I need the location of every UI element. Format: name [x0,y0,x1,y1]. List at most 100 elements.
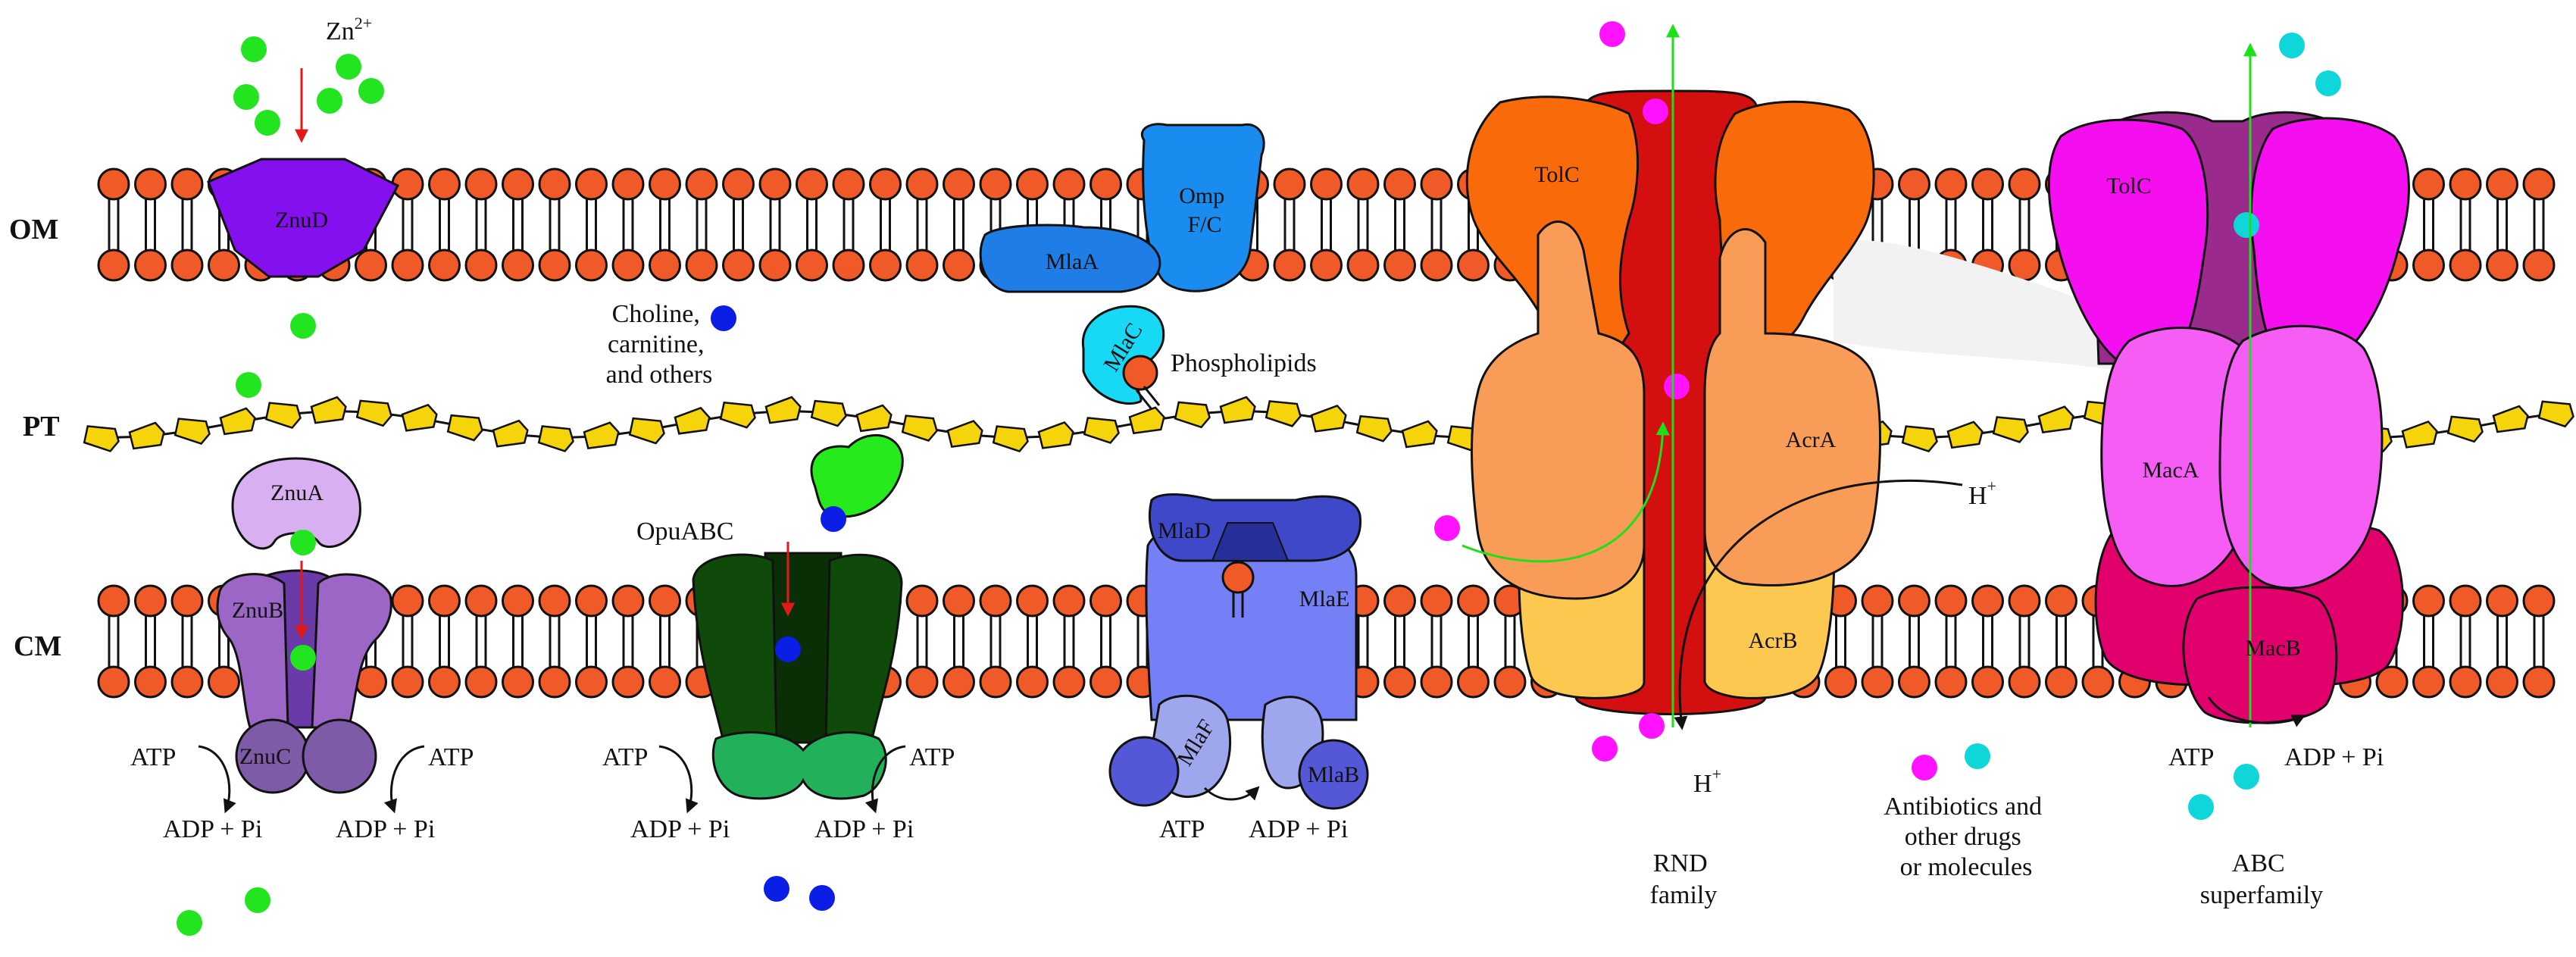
phospholipids-label: Phospholipids [1171,349,1317,377]
mlad-core [1211,522,1290,561]
peptidoglycan-unit [992,425,1029,452]
om-lipid-inner-head [1383,249,1416,282]
acra-right [1703,228,1882,586]
mlaa-label: MlaA [1046,249,1099,274]
cm-lipid-inner-head [1052,665,1086,699]
adp-label-abc: ADP + Pi [2284,743,2384,771]
zinc-ion [233,84,259,110]
drug-molecule-cyan [2279,33,2305,58]
acra-label: AcrA [1786,427,1837,452]
peptidoglycan-unit [855,404,893,433]
cm-lipid-inner-head [943,665,975,699]
cm-lipid-inner-head [2486,665,2518,699]
cm-lipid-inner-head [2522,665,2556,699]
cm-lipid-inner-head [1016,665,1049,699]
om-lipid-inner-head [1310,249,1343,282]
peptidoglycan-unit [1992,416,2029,443]
znub-label: ZnuB [232,598,283,623]
opu-right-subunit [824,553,903,744]
cm-lipid-outer-head [1898,584,1930,618]
atp-label-zinc-right: ATP [428,743,474,771]
om-lipid-outer-head [869,167,902,201]
om-lipid-inner-head [575,249,608,282]
om-lipid-inner-head [502,249,534,282]
peptidoglycan-unit [219,407,256,436]
cm-lipid-outer-head [538,584,571,618]
peptidoglycan-unit [83,425,120,452]
om-lipid-inner-head [649,249,681,282]
cm-lipid-outer-head [1861,584,1894,618]
cm-lipid-outer-head [1457,584,1490,618]
abc-efflux-pump [2047,111,2410,724]
rnd-capture-arrow [1462,421,1670,563]
om-lipid-inner-head [428,249,461,282]
cm-lipid-outer-head [1971,584,2004,618]
om-lipid-outer-head [758,167,792,201]
cm-lipid-inner-head [1457,665,1490,699]
cm-lipid-outer-head [134,584,167,618]
om-lipid-outer-head [2486,167,2518,201]
maca-right [2218,324,2384,590]
om-lipid-inner-head [905,249,939,282]
flow-arrows [198,23,2306,814]
om-lipid-inner-head [391,249,424,282]
znub-right [311,573,392,729]
choline-molecule [711,305,736,331]
znuc-right [302,718,377,794]
om-lipid-outer-head [611,167,645,201]
om-lipid-inner-head [538,249,571,282]
om-lipid-outer-head [1310,167,1343,201]
peptidoglycan-unit [946,420,983,448]
drug-molecule [1643,99,1668,124]
peptidoglycan-unit [674,406,711,435]
om-lipid-outer-head [905,167,939,201]
acrb-label: AcrB [1749,628,1798,653]
zinc-ion [290,313,316,339]
proton-flow-arrow [1674,480,1963,730]
ompf-c-protein [1141,123,1265,292]
proton-label-bottom: H+ [1693,765,1721,798]
cm-lipid-inner-head [905,665,939,699]
om-lipid-outer-head [538,167,571,201]
opu-nbd [711,731,887,800]
cm-lipid-inner-head [2375,665,2409,699]
tolc-abc-right [2249,117,2410,365]
pt-label: PT [23,411,60,443]
atp-arrow-znuc-left [198,745,236,814]
cm-lipid-outer-head [2008,584,2041,618]
zinc-transport [207,158,400,794]
choline-molecule [809,885,835,911]
tolc-abc-left [2047,118,2209,365]
cm-lipid-inner-head [464,665,498,699]
macb-front [2182,586,2338,724]
om-label: OM [9,214,58,246]
om-lipid-outer-head [170,167,204,201]
cm-lipid-inner-head [1420,665,1453,699]
om-lipid-outer-head [832,167,865,201]
cm-lipid-inner-head [1089,665,1122,699]
om-lipid-outer-head [1934,167,1968,201]
cm-lipid-inner-head [208,665,240,699]
om-lipid-inner-head [2486,249,2518,282]
om-lipid-outer-head [1898,167,1930,201]
peptidoglycan-unit [264,402,302,430]
drug-molecule-cyan [2234,212,2259,238]
cm-lipid-inner-head [611,665,645,699]
om-lipid-outer-head [134,167,167,201]
mlae-label: MlaE [1299,586,1350,611]
adp-label-opu-right: ADP + Pi [814,815,914,843]
om-lipid-outer-head [97,167,130,201]
peptidoglycan-unit [901,414,938,443]
om-lipid-inner-head [1420,249,1453,282]
peptidoglycan-unit [401,403,438,432]
peptidoglycan-unit [1219,396,1256,424]
cm-lipid-outer-head [2522,584,2556,618]
drug-molecule-cyan [2234,764,2259,790]
choline-molecule [775,636,801,662]
om-lipid-inner-head [796,249,828,282]
atp-arrow-znuc-right [383,745,425,814]
om-lipid-inner-head [1273,249,1306,282]
om-lipid-outer-head [575,167,608,201]
phospholipid-bound [1122,355,1158,391]
